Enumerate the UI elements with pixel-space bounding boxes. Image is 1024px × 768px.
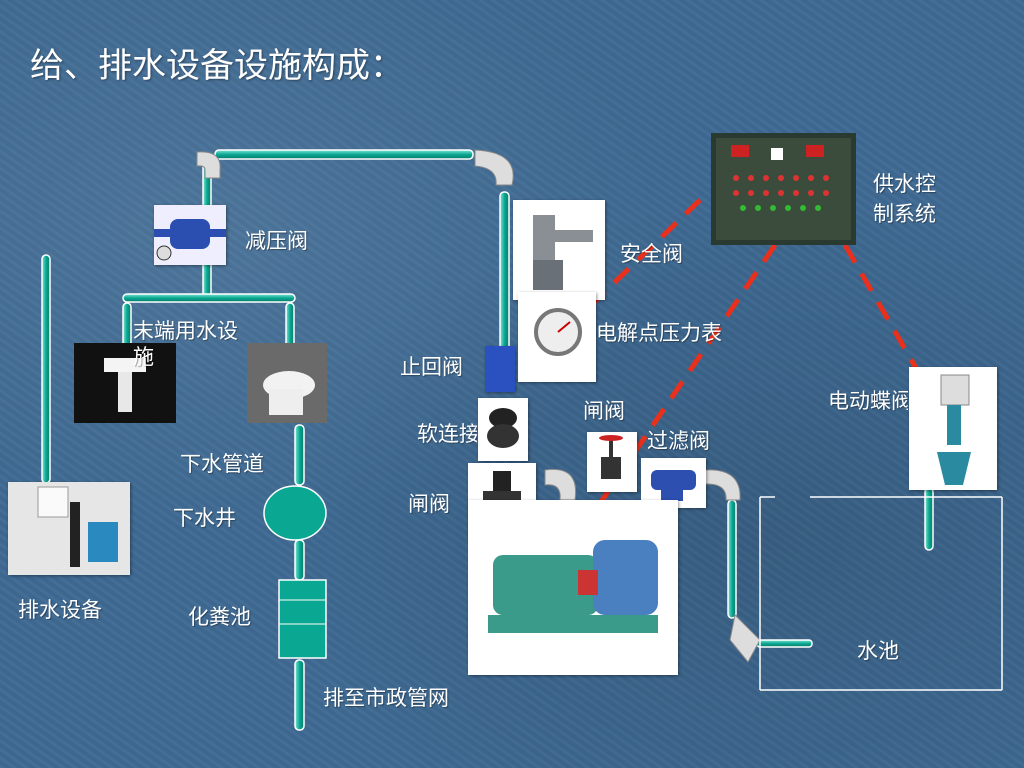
drainage-equipment-image bbox=[8, 482, 130, 575]
water-pump-image bbox=[468, 500, 678, 675]
label-drain-pipe: 下水管道 bbox=[180, 448, 264, 478]
label-electric-butterfly-valve: 电动蝶阀 bbox=[828, 385, 908, 415]
check-valve-image bbox=[485, 346, 515, 392]
label-check-valve: 止回阀 bbox=[400, 351, 463, 381]
label-safety-valve: 安全阀 bbox=[620, 238, 683, 268]
pipe-municipal bbox=[295, 660, 304, 730]
toilet-image bbox=[247, 343, 327, 423]
label-control-system-line1: 供水控 bbox=[873, 168, 936, 198]
label-septic-tank: 化粪池 bbox=[188, 601, 251, 631]
label-control-system-line2: 制系统 bbox=[873, 198, 936, 228]
pipe-branch-left bbox=[123, 303, 131, 347]
pipe-branch-right bbox=[286, 303, 294, 347]
electric-butterfly-valve-image bbox=[909, 367, 997, 490]
label-gate-valve-left: 闸阀 bbox=[408, 488, 450, 518]
pressure-reducing-valve-image bbox=[154, 205, 226, 265]
pipe-pool-inlet bbox=[757, 640, 812, 647]
pipe-drain-2 bbox=[295, 540, 304, 580]
pipe-drain-1 bbox=[295, 425, 304, 485]
label-soft-joint: 软连接 bbox=[417, 418, 477, 448]
label-gate-valve-top: 闸阀 bbox=[583, 395, 625, 425]
label-pool: 水池 bbox=[857, 635, 899, 665]
soft-joint-image bbox=[478, 398, 528, 461]
safety-valve-image bbox=[513, 200, 605, 300]
pipe-branch bbox=[123, 294, 295, 302]
label-end-fixture-line2: 施 bbox=[133, 341, 154, 371]
pipe-right-down bbox=[500, 192, 509, 352]
gate-valve-top-image bbox=[587, 432, 637, 492]
control-line-butterfly bbox=[845, 245, 920, 375]
control-cabinet-image bbox=[711, 133, 856, 245]
label-municipal-network: 排至市政管网 bbox=[323, 682, 449, 712]
elbow-pool bbox=[730, 615, 760, 662]
elbow-top-right bbox=[475, 150, 513, 185]
pipe-to-pool bbox=[728, 500, 736, 618]
septic-tank-shape bbox=[279, 580, 326, 658]
pipe-drain-equip bbox=[42, 255, 50, 483]
pressure-gauge-image bbox=[518, 292, 596, 382]
pipe-top bbox=[215, 150, 473, 159]
label-filter-valve: 过滤阀 bbox=[647, 425, 710, 455]
label-pressure-reducing-valve: 减压阀 bbox=[245, 225, 308, 255]
label-drainage-equipment: 排水设备 bbox=[18, 594, 102, 624]
label-pressure-gauge: 电解点压力表 bbox=[596, 317, 722, 347]
label-manhole: 下水井 bbox=[173, 502, 236, 532]
elbow-pump bbox=[545, 469, 576, 500]
elbow-filter bbox=[705, 470, 740, 500]
washbasin-image bbox=[74, 343, 176, 423]
manhole-shape bbox=[264, 486, 326, 540]
